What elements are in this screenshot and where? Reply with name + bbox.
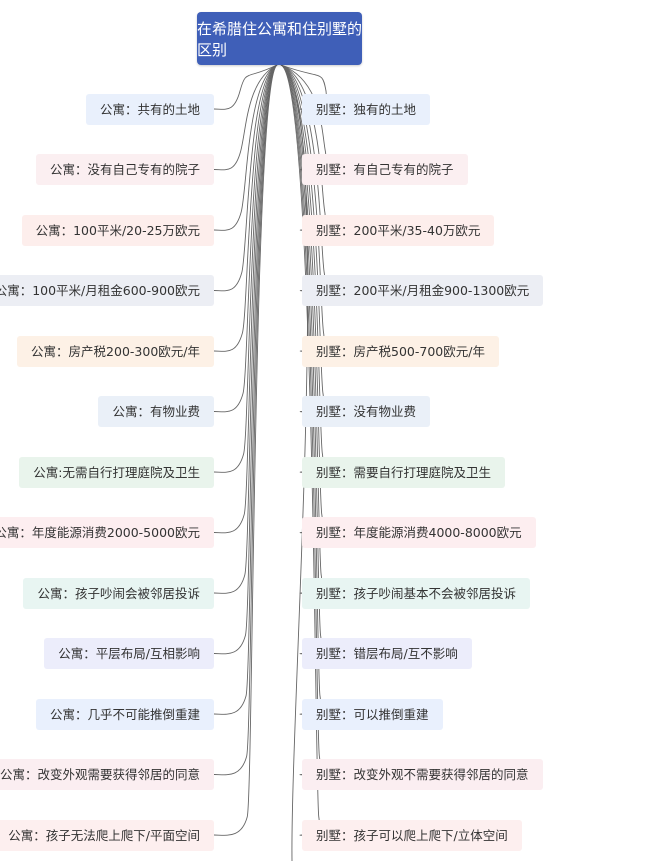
node-label: 别墅：房产税500-700欧元/年 [316,343,485,359]
node-label: 公寓：孩子无法爬上爬下/平面空间 [8,827,200,843]
node-label: 别墅：可以推倒重建 [316,706,429,722]
villa-node[interactable]: 别墅：错层布局/互不影响 [302,638,472,669]
left-connector [213,64,278,655]
villa-node[interactable]: 别墅：年度能源消费4000-8000欧元 [302,517,536,548]
villa-node[interactable]: 别墅：200平米/35-40万欧元 [302,214,495,246]
apartment-node[interactable]: 公寓：房产税200-300欧元/年 [17,335,214,367]
left-connector [213,64,278,352]
node-label: 公寓：共有的土地 [99,101,200,117]
node-label: 别墅：年度能源消费4000-8000欧元 [316,525,522,540]
apartment-node[interactable]: 公寓：几乎不可能推倒重建 [35,698,214,730]
apartment-node[interactable]: 公寓：孩子无法爬上爬下/平面空间 [0,819,214,851]
left-connector [213,64,278,836]
node-label: 公寓：年度能源消费2000-5000欧元 [0,525,200,540]
left-connector [213,64,278,715]
root-topic[interactable]: 在希腊住公寓和住别墅的区别 [197,12,362,65]
left-connector [213,64,278,231]
left-connector [213,64,278,776]
left-connector [213,64,278,534]
node-label: 公寓:无需自行打理庭院及卫生 [33,464,200,480]
left-connector [213,64,278,110]
apartment-node[interactable]: 公寓：100平米/20-25万欧元 [21,214,214,246]
villa-node[interactable]: 别墅：可以推倒重建 [302,698,443,730]
node-label: 公寓：有物业费 [112,404,200,419]
apartment-node[interactable]: 公寓：共有的土地 [85,93,214,125]
node-label: 别墅：错层布局/互不影响 [316,646,458,661]
node-label: 公寓：平层布局/互相影响 [58,646,200,661]
apartment-node[interactable]: 公寓：平层布局/互相影响 [44,638,214,669]
node-label: 公寓：没有自己专有的院子 [49,162,200,177]
node-label: 公寓：几乎不可能推倒重建 [49,706,200,722]
left-connector [213,64,278,413]
node-label: 别墅：孩子吵闹基本不会被邻居投诉 [316,585,517,601]
villa-node[interactable]: 别墅：需要自行打理庭院及卫生 [302,456,506,488]
left-connector [213,64,278,292]
node-label: 公寓：房产税200-300欧元/年 [31,343,200,359]
apartment-node[interactable]: 公寓：100平米/月租金600-900欧元 [0,275,214,306]
node-label: 公寓：改变外观需要获得邻居的同意 [0,767,200,782]
villa-node[interactable]: 别墅：房产税500-700欧元/年 [302,335,499,367]
node-label: 别墅：有自己专有的院子 [316,162,454,177]
villa-node[interactable]: 别墅：200平米/月租金900-1300欧元 [302,275,544,306]
node-label: 公寓：孩子吵闹会被邻居投诉 [37,585,200,601]
left-connector [213,64,278,171]
node-label: 公寓：100平米/20-25万欧元 [35,222,200,238]
apartment-node[interactable]: 公寓：有物业费 [98,396,214,427]
node-label: 公寓：100平米/月租金600-900欧元 [0,283,200,298]
apartment-node[interactable]: 公寓：年度能源消费2000-5000欧元 [0,517,214,548]
node-label: 别墅：孩子可以爬上爬下/立体空间 [316,827,508,843]
villa-node[interactable]: 别墅：没有物业费 [302,396,431,427]
node-label: 别墅：没有物业费 [316,404,417,419]
apartment-node[interactable]: 公寓：改变外观需要获得邻居的同意 [0,759,214,790]
villa-node[interactable]: 别墅：有自己专有的院子 [302,154,468,185]
apartment-node[interactable]: 公寓:无需自行打理庭院及卫生 [19,456,214,488]
villa-node[interactable]: 别墅：孩子吵闹基本不会被邻居投诉 [302,577,531,609]
apartment-node[interactable]: 公寓：没有自己专有的院子 [35,154,214,185]
left-connector [213,64,278,473]
node-label: 别墅：独有的土地 [316,101,417,117]
node-label: 别墅：需要自行打理庭院及卫生 [316,464,492,480]
node-label: 别墅：改变外观不需要获得邻居的同意 [316,767,529,782]
node-label: 别墅：200平米/月租金900-1300欧元 [316,283,530,298]
left-connector [213,64,278,594]
node-label: 别墅：200平米/35-40万欧元 [316,222,481,238]
root-title: 在希腊住公寓和住别墅的区别 [197,19,363,59]
villa-node[interactable]: 别墅：孩子可以爬上爬下/立体空间 [302,819,522,851]
apartment-node[interactable]: 公寓：孩子吵闹会被邻居投诉 [23,577,214,609]
villa-node[interactable]: 别墅：独有的土地 [302,93,431,125]
villa-node[interactable]: 别墅：改变外观不需要获得邻居的同意 [302,759,543,790]
